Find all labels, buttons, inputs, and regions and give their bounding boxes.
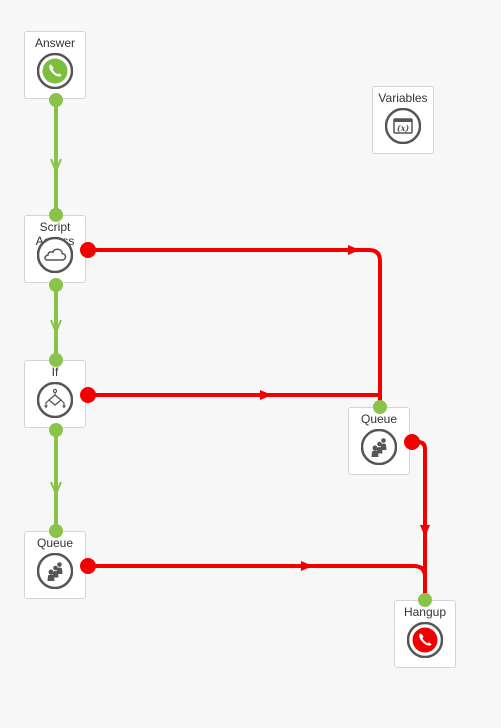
script-access-in-port[interactable] <box>49 208 63 222</box>
connector-if-to-queue[interactable] <box>50 430 62 531</box>
if-fail-port[interactable] <box>80 387 96 403</box>
queue-people-icon <box>361 429 397 465</box>
queue-node-bottom[interactable]: Queue <box>24 531 86 599</box>
queue-people-icon <box>37 553 73 589</box>
script-access-node[interactable]: Script Access <box>24 215 86 283</box>
connector-script-to-if[interactable] <box>50 285 62 360</box>
variables-node-label: Variables <box>378 91 428 105</box>
queue-right-fail-port[interactable] <box>404 434 420 450</box>
connector-script-fail-to-queue[interactable] <box>88 245 382 407</box>
if-in-port[interactable] <box>49 353 63 367</box>
variables-node[interactable]: Variables (x) <box>372 86 434 154</box>
connector-queue2-fail-to-hangup[interactable] <box>88 561 427 600</box>
phone-hangup-icon <box>407 622 443 658</box>
queue-bottom-fail-port[interactable] <box>80 558 96 574</box>
hangup-in-port[interactable] <box>418 593 432 607</box>
queue-right-node-label: Queue <box>360 412 398 426</box>
branch-icon <box>37 382 73 418</box>
connector-if-fail-to-queue[interactable] <box>88 390 380 400</box>
if-node[interactable]: If <box>24 360 86 428</box>
answer-node[interactable]: Answer <box>24 31 86 99</box>
if-out-port[interactable] <box>49 423 63 437</box>
if-node-label: If <box>51 365 59 379</box>
variables-icon-text: (x) <box>396 123 410 133</box>
connector-answer-to-script[interactable] <box>50 100 62 215</box>
hangup-node-label: Hangup <box>403 605 447 619</box>
queue-node-right[interactable]: Queue <box>348 407 410 475</box>
cloud-icon <box>37 237 73 273</box>
variables-icon <box>385 108 421 144</box>
queue-right-in-port[interactable] <box>373 400 387 414</box>
phone-answer-icon <box>37 53 73 89</box>
script-access-out-port[interactable] <box>49 278 63 292</box>
queue-bottom-in-port[interactable] <box>49 524 63 538</box>
answer-out-port[interactable] <box>49 93 63 107</box>
queue-bottom-node-label: Queue <box>36 536 74 550</box>
hangup-node[interactable]: Hangup <box>394 600 456 668</box>
connector-queue-fail-to-hangup[interactable] <box>412 440 430 600</box>
answer-node-label: Answer <box>34 36 75 50</box>
script-access-fail-port[interactable] <box>80 242 96 258</box>
